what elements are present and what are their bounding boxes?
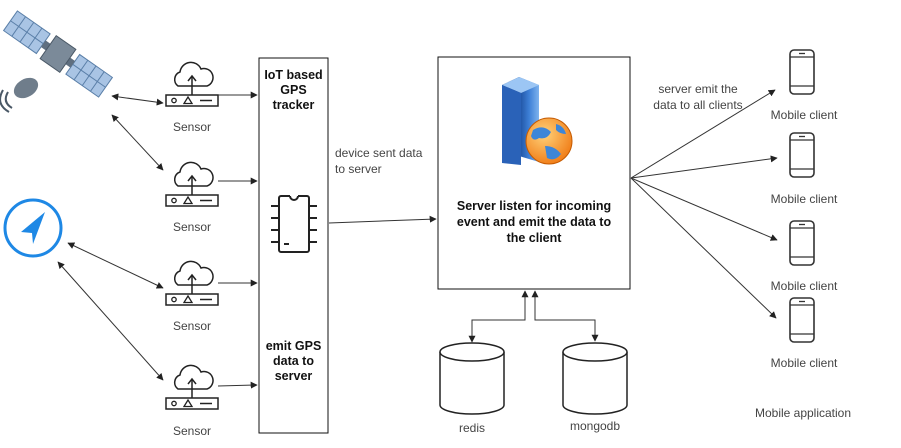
- mobile-application-label: Mobile application: [754, 406, 852, 420]
- sensor-label-1: Sensor: [172, 120, 212, 134]
- link-tracker-server: [328, 215, 437, 224]
- database-icon: [562, 342, 628, 415]
- mobile-phone-icon: [789, 49, 815, 95]
- mobile-phone-icon: [789, 132, 815, 178]
- microchip-icon: [271, 194, 317, 253]
- mongodb-label: mongodb: [569, 419, 621, 433]
- server-description: Server listen for incoming event and emi…: [456, 199, 612, 245]
- mobile-phone-icon: [789, 297, 815, 343]
- mobile-client-label-3: Mobile client: [770, 279, 838, 293]
- phones-group: [789, 49, 815, 343]
- tracker-title: IoT based GPS tracker: [264, 68, 323, 112]
- server-emit-label: server emit the data to all clients: [653, 82, 743, 112]
- sensors-group: [165, 61, 219, 410]
- redis-label: redis: [458, 421, 486, 435]
- tracker-emit-label: emit GPS data to server: [265, 339, 322, 383]
- server-globe-icon: [502, 77, 573, 165]
- link-sensor4-tracker: [217, 381, 258, 389]
- link-server-client2: [630, 155, 778, 179]
- link-satellite-sensor2: [111, 114, 164, 171]
- mobile-phone-icon: [789, 220, 815, 266]
- link-redis-server: [468, 290, 529, 343]
- sensor-label-2: Sensor: [172, 220, 212, 234]
- navigation-icon: [3, 198, 63, 258]
- link-server-client1: [630, 89, 776, 179]
- link-satellite-sensor1: [111, 93, 164, 106]
- database-icon: [439, 342, 505, 415]
- device-sent-label: device sent data to server: [335, 146, 423, 176]
- link-server-client4: [630, 177, 777, 319]
- mobile-client-label-4: Mobile client: [770, 356, 838, 370]
- cloud-sensor-icon: [165, 260, 219, 306]
- mobile-client-label-2: Mobile client: [770, 192, 838, 206]
- link-server-client3: [630, 177, 778, 241]
- sensor-label-4: Sensor: [172, 424, 212, 438]
- link-nav-sensor3: [67, 242, 164, 289]
- link-nav-sensor4: [57, 261, 164, 381]
- satellite-icon: [0, 10, 114, 113]
- mobile-client-label-1: Mobile client: [770, 108, 838, 122]
- link-mongodb-server: [531, 290, 599, 342]
- cloud-sensor-icon: [165, 61, 219, 107]
- cloud-sensor-icon: [165, 161, 219, 207]
- sensor-label-3: Sensor: [172, 319, 212, 333]
- cloud-sensor-icon: [165, 364, 219, 410]
